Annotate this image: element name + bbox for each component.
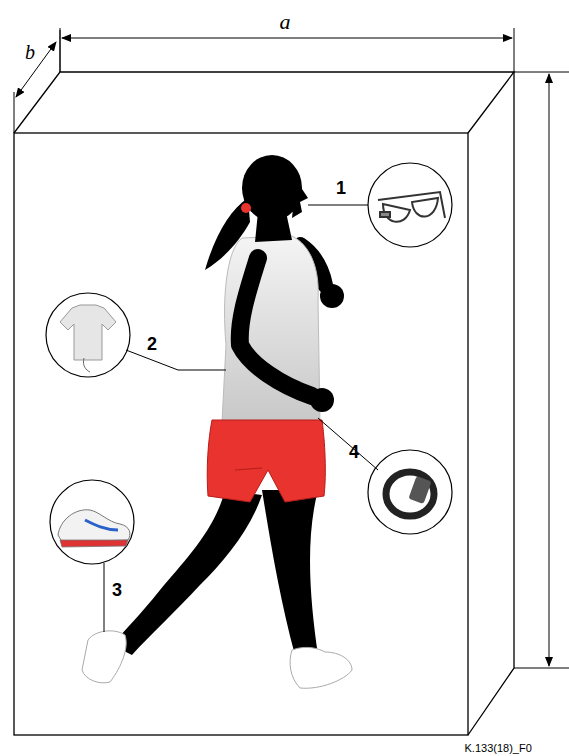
dimension-a bbox=[60, 28, 514, 72]
dimension-label: a bbox=[280, 11, 291, 33]
dimension-label: b bbox=[25, 42, 35, 62]
callout-number: 3 bbox=[112, 581, 122, 599]
band-icon bbox=[386, 472, 434, 516]
runner-silhouette bbox=[82, 155, 352, 688]
figure-id: K.133(18)_F0 bbox=[465, 743, 532, 754]
shirt-icon bbox=[60, 305, 116, 372]
callout-circles bbox=[46, 163, 452, 564]
leader-lines bbox=[104, 205, 378, 632]
shoe-icon bbox=[58, 510, 130, 547]
callout-number: 2 bbox=[147, 335, 157, 353]
box-outline bbox=[14, 72, 514, 735]
callout-number: 1 bbox=[336, 179, 346, 197]
dimension-b bbox=[14, 30, 60, 133]
dimension-height bbox=[514, 72, 569, 668]
glasses-icon bbox=[378, 192, 445, 222]
callout-number: 4 bbox=[349, 443, 359, 461]
